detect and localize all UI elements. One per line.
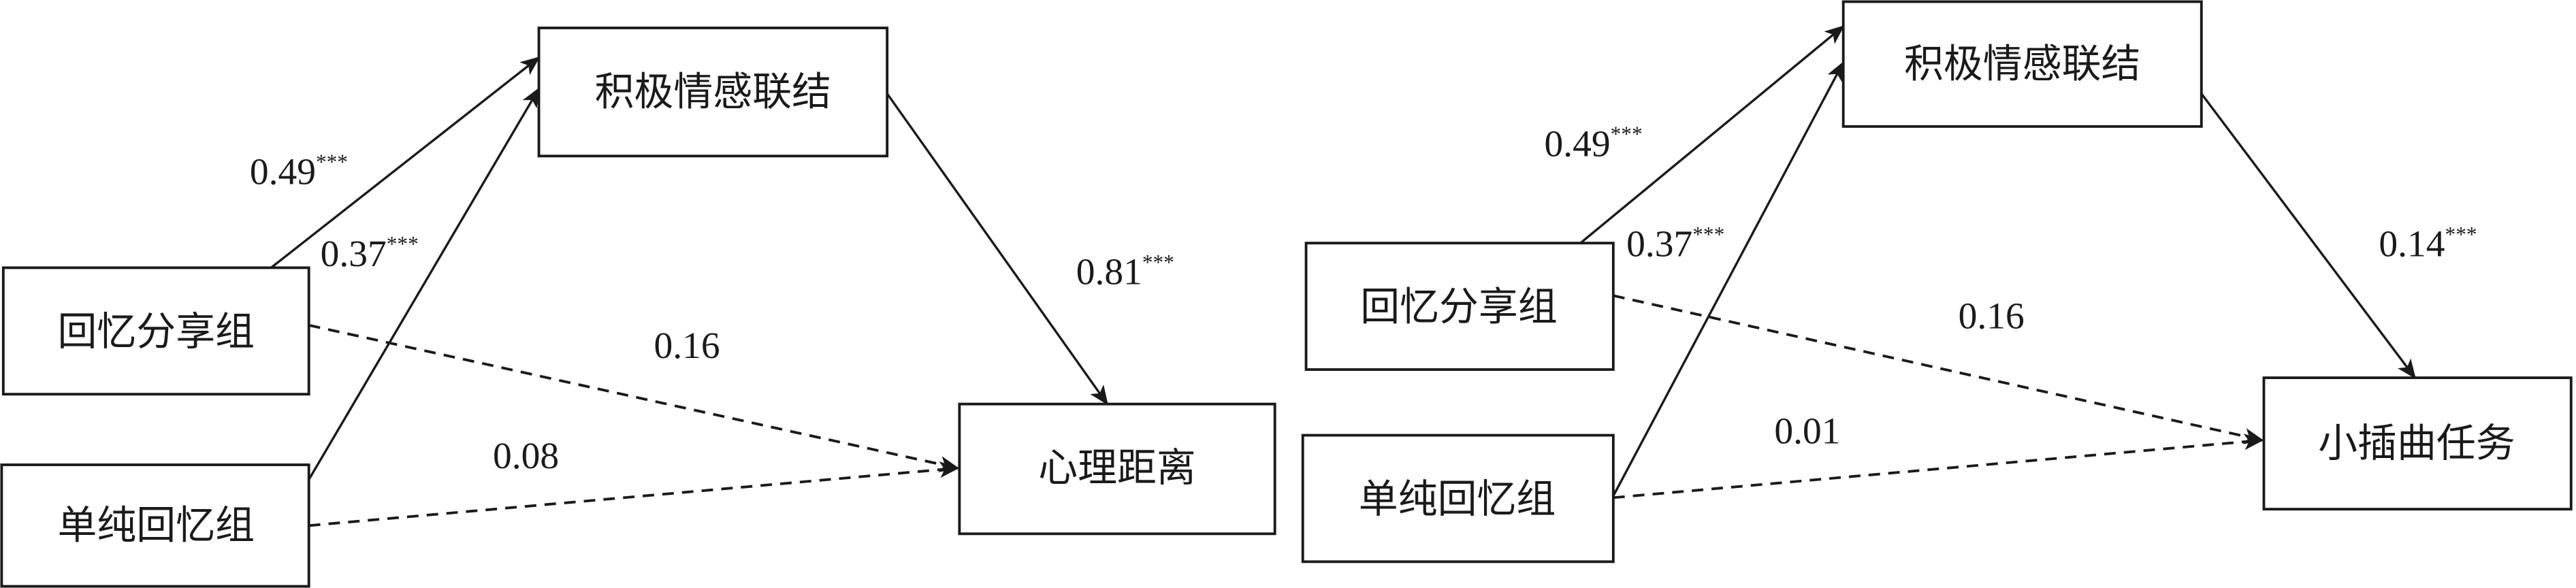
path-mediator-outcome xyxy=(886,93,1108,406)
coef-x1-outcome: 0.16 xyxy=(1959,296,2025,338)
coef-mediator-outcome: 0.81*** xyxy=(1076,250,1174,293)
diagram-episode-task: 积极情感联结 回忆分享组 单纯回忆组 小插曲任务 0.49*** 0.37***… xyxy=(1301,0,2573,564)
coef-mediator-outcome: 0.14*** xyxy=(2379,223,2477,265)
node-outcome: 小插曲任务 xyxy=(2262,376,2573,511)
path-x2-mediator xyxy=(1612,61,1845,497)
coef-x2-mediator: 0.37*** xyxy=(321,232,419,275)
node-label: 小插曲任务 xyxy=(2318,420,2515,466)
node-mediator: 积极情感联结 xyxy=(537,27,889,158)
coef-x1-outcome: 0.16 xyxy=(654,325,720,367)
path-mediator-outcome xyxy=(2200,93,2416,380)
path-x2-outcome xyxy=(308,461,960,527)
node-label: 回忆分享组 xyxy=(57,308,255,355)
path-x2-outcome xyxy=(1613,434,2264,500)
coef-x2-outcome: 0.08 xyxy=(493,436,559,477)
node-x1: 回忆分享组 xyxy=(1,266,310,396)
node-mediator: 积极情感联结 xyxy=(1841,0,2203,128)
path-x1-outcome xyxy=(308,323,960,472)
diagram-psychological-distance: 积极情感联结 回忆分享组 单纯回忆组 心理距离 0.49*** 0.37*** … xyxy=(0,27,1276,588)
node-x2: 单纯回忆组 xyxy=(0,463,310,588)
coef-x1-mediator: 0.49*** xyxy=(1544,122,1642,165)
path-x1-mediator xyxy=(1579,25,1845,244)
coef-x2-mediator: 0.37*** xyxy=(1626,223,1724,265)
node-label: 回忆分享组 xyxy=(1360,284,1558,330)
path-x1-mediator xyxy=(270,56,541,269)
coef-x1-mediator: 0.49*** xyxy=(250,150,348,193)
node-x1: 回忆分享组 xyxy=(1304,242,1615,371)
path-x2-mediator xyxy=(308,87,541,480)
node-outcome: 心理距离 xyxy=(958,402,1276,536)
coef-x2-outcome: 0.01 xyxy=(1774,411,1840,453)
node-label: 单纯回忆组 xyxy=(57,502,255,549)
path-x1-outcome xyxy=(1613,294,2264,444)
node-label: 心理距离 xyxy=(1038,444,1196,491)
node-label: 积极情感联结 xyxy=(595,68,831,114)
node-x2: 单纯回忆组 xyxy=(1301,434,1615,564)
node-label: 单纯回忆组 xyxy=(1359,476,1556,522)
node-label: 积极情感联结 xyxy=(1904,40,2140,86)
